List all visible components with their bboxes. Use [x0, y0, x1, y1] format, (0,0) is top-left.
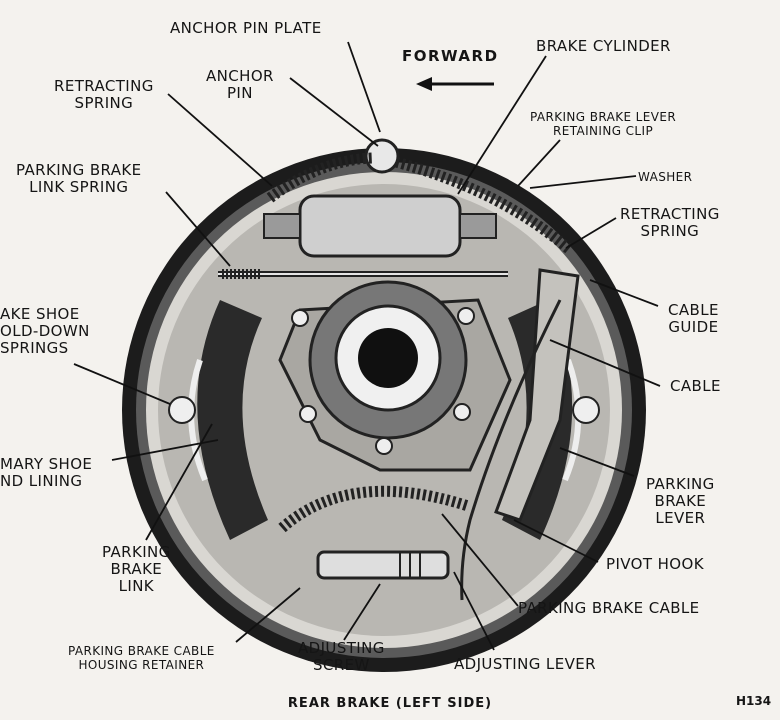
parking-cable-line	[460, 299, 562, 601]
forward-arrow	[416, 77, 494, 91]
hub-flange	[278, 280, 512, 472]
diagram-caption: REAR BRAKE (LEFT SIDE)	[287, 696, 493, 711]
label-cable-guide: CABLE GUIDE	[668, 301, 719, 336]
adjusting-screw-assembly	[316, 550, 450, 580]
label-washer: WASHER	[638, 170, 693, 184]
wheel-cylinder	[263, 194, 497, 258]
label-hold-down-springs: AKE SHOE OLD-DOWN SPRINGS	[0, 305, 90, 357]
label-pivot-hook: PIVOT HOOK	[606, 555, 704, 573]
anchor-pin	[364, 138, 400, 174]
label-anchor-pin: ANCHOR PIN	[206, 67, 274, 102]
label-adjusting-screw: ADJUSTING SCREW	[298, 639, 385, 674]
leader-lines	[73, 41, 661, 651]
label-anchor-pin-plate: ANCHOR PIN PLATE	[170, 19, 322, 37]
label-parking-brake-link-spring: PARKING BRAKE LINK SPRING	[16, 161, 142, 196]
label-forward: FORWARD	[402, 47, 499, 65]
retracting-spring-right-coil	[394, 156, 574, 255]
parking-brake-lever-arm	[494, 268, 580, 522]
label-primary-shoe: MARY SHOE ND LINING	[0, 455, 93, 490]
retracting-spring-left-coil	[266, 152, 373, 203]
label-brake-cylinder: BRAKE CYLINDER	[536, 37, 671, 55]
hold-down-retainer-right	[572, 396, 600, 424]
label-parking-brake-lever-clip: PARKING BRAKE LEVER RETAINING CLIP	[530, 110, 677, 138]
label-adjusting-lever: ADJUSTING LEVER	[454, 655, 596, 673]
label-parking-brake-link: PARKING BRAKE LINK	[102, 543, 171, 595]
label-retracting-spring-left: RETRACTING SPRING	[54, 77, 154, 112]
label-parking-brake-cable: PARKING BRAKE CABLE	[518, 599, 700, 617]
label-retracting-spring-right: RETRACTING SPRING	[620, 205, 720, 240]
label-parking-brake-lever: PARKING BRAKE LEVER	[646, 475, 715, 527]
hold-down-retainer-left	[168, 396, 196, 424]
label-cable: CABLE	[670, 377, 721, 395]
label-cable-housing-retainer: PARKING BRAKE CABLE HOUSING RETAINER	[68, 644, 215, 672]
figure-code: H134	[736, 694, 772, 708]
